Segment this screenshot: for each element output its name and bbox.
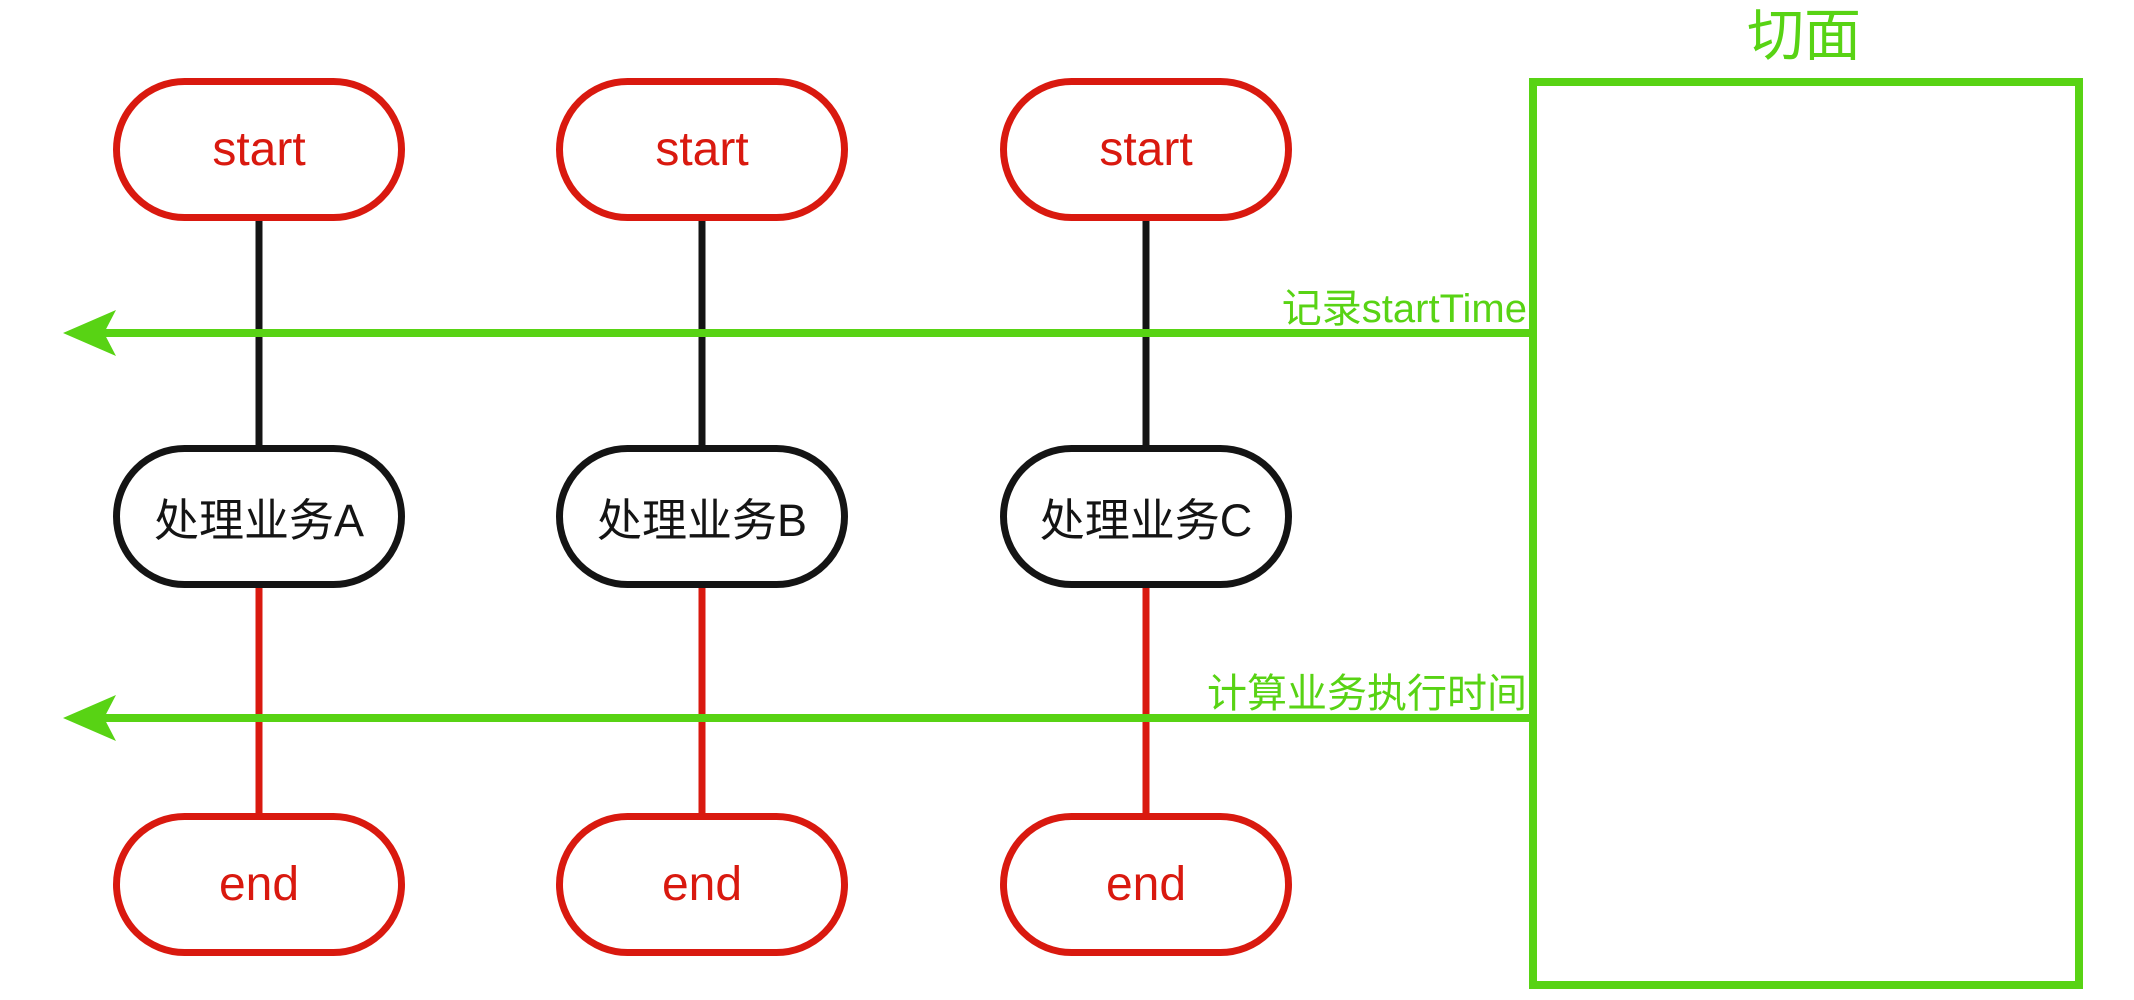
node-label: start [655,123,749,176]
start-node-c: start [1000,78,1292,221]
aspect-box-title: 切面 [1747,5,1861,68]
node-label: 处理业务A [153,495,364,546]
node-label: end [1105,858,1187,911]
annotation-record-starttime: 记录startTime [1281,287,1527,331]
process-node-c: 处理业务C [1000,445,1292,588]
end-node-c: end [1000,813,1292,956]
annotation-calc-exec-time: 计算业务执行时间 [1207,672,1527,716]
start-node-a: start [113,78,405,221]
node-label: start [212,123,306,176]
node-label: 处理业务B [596,495,807,546]
start-node-b: start [556,78,848,221]
process-node-a: 处理业务A [113,445,405,588]
process-node-b: 处理业务B [556,445,848,588]
node-label: end [661,858,743,911]
end-node-a: end [113,813,405,956]
node-label: start [1099,123,1193,176]
end-node-b: end [556,813,848,956]
aspect-box [1529,78,2083,989]
node-label: 处理业务C [1039,495,1253,546]
arrowhead-left-icon [63,695,116,741]
node-label: end [218,858,300,911]
arrowhead-left-icon [63,310,116,356]
